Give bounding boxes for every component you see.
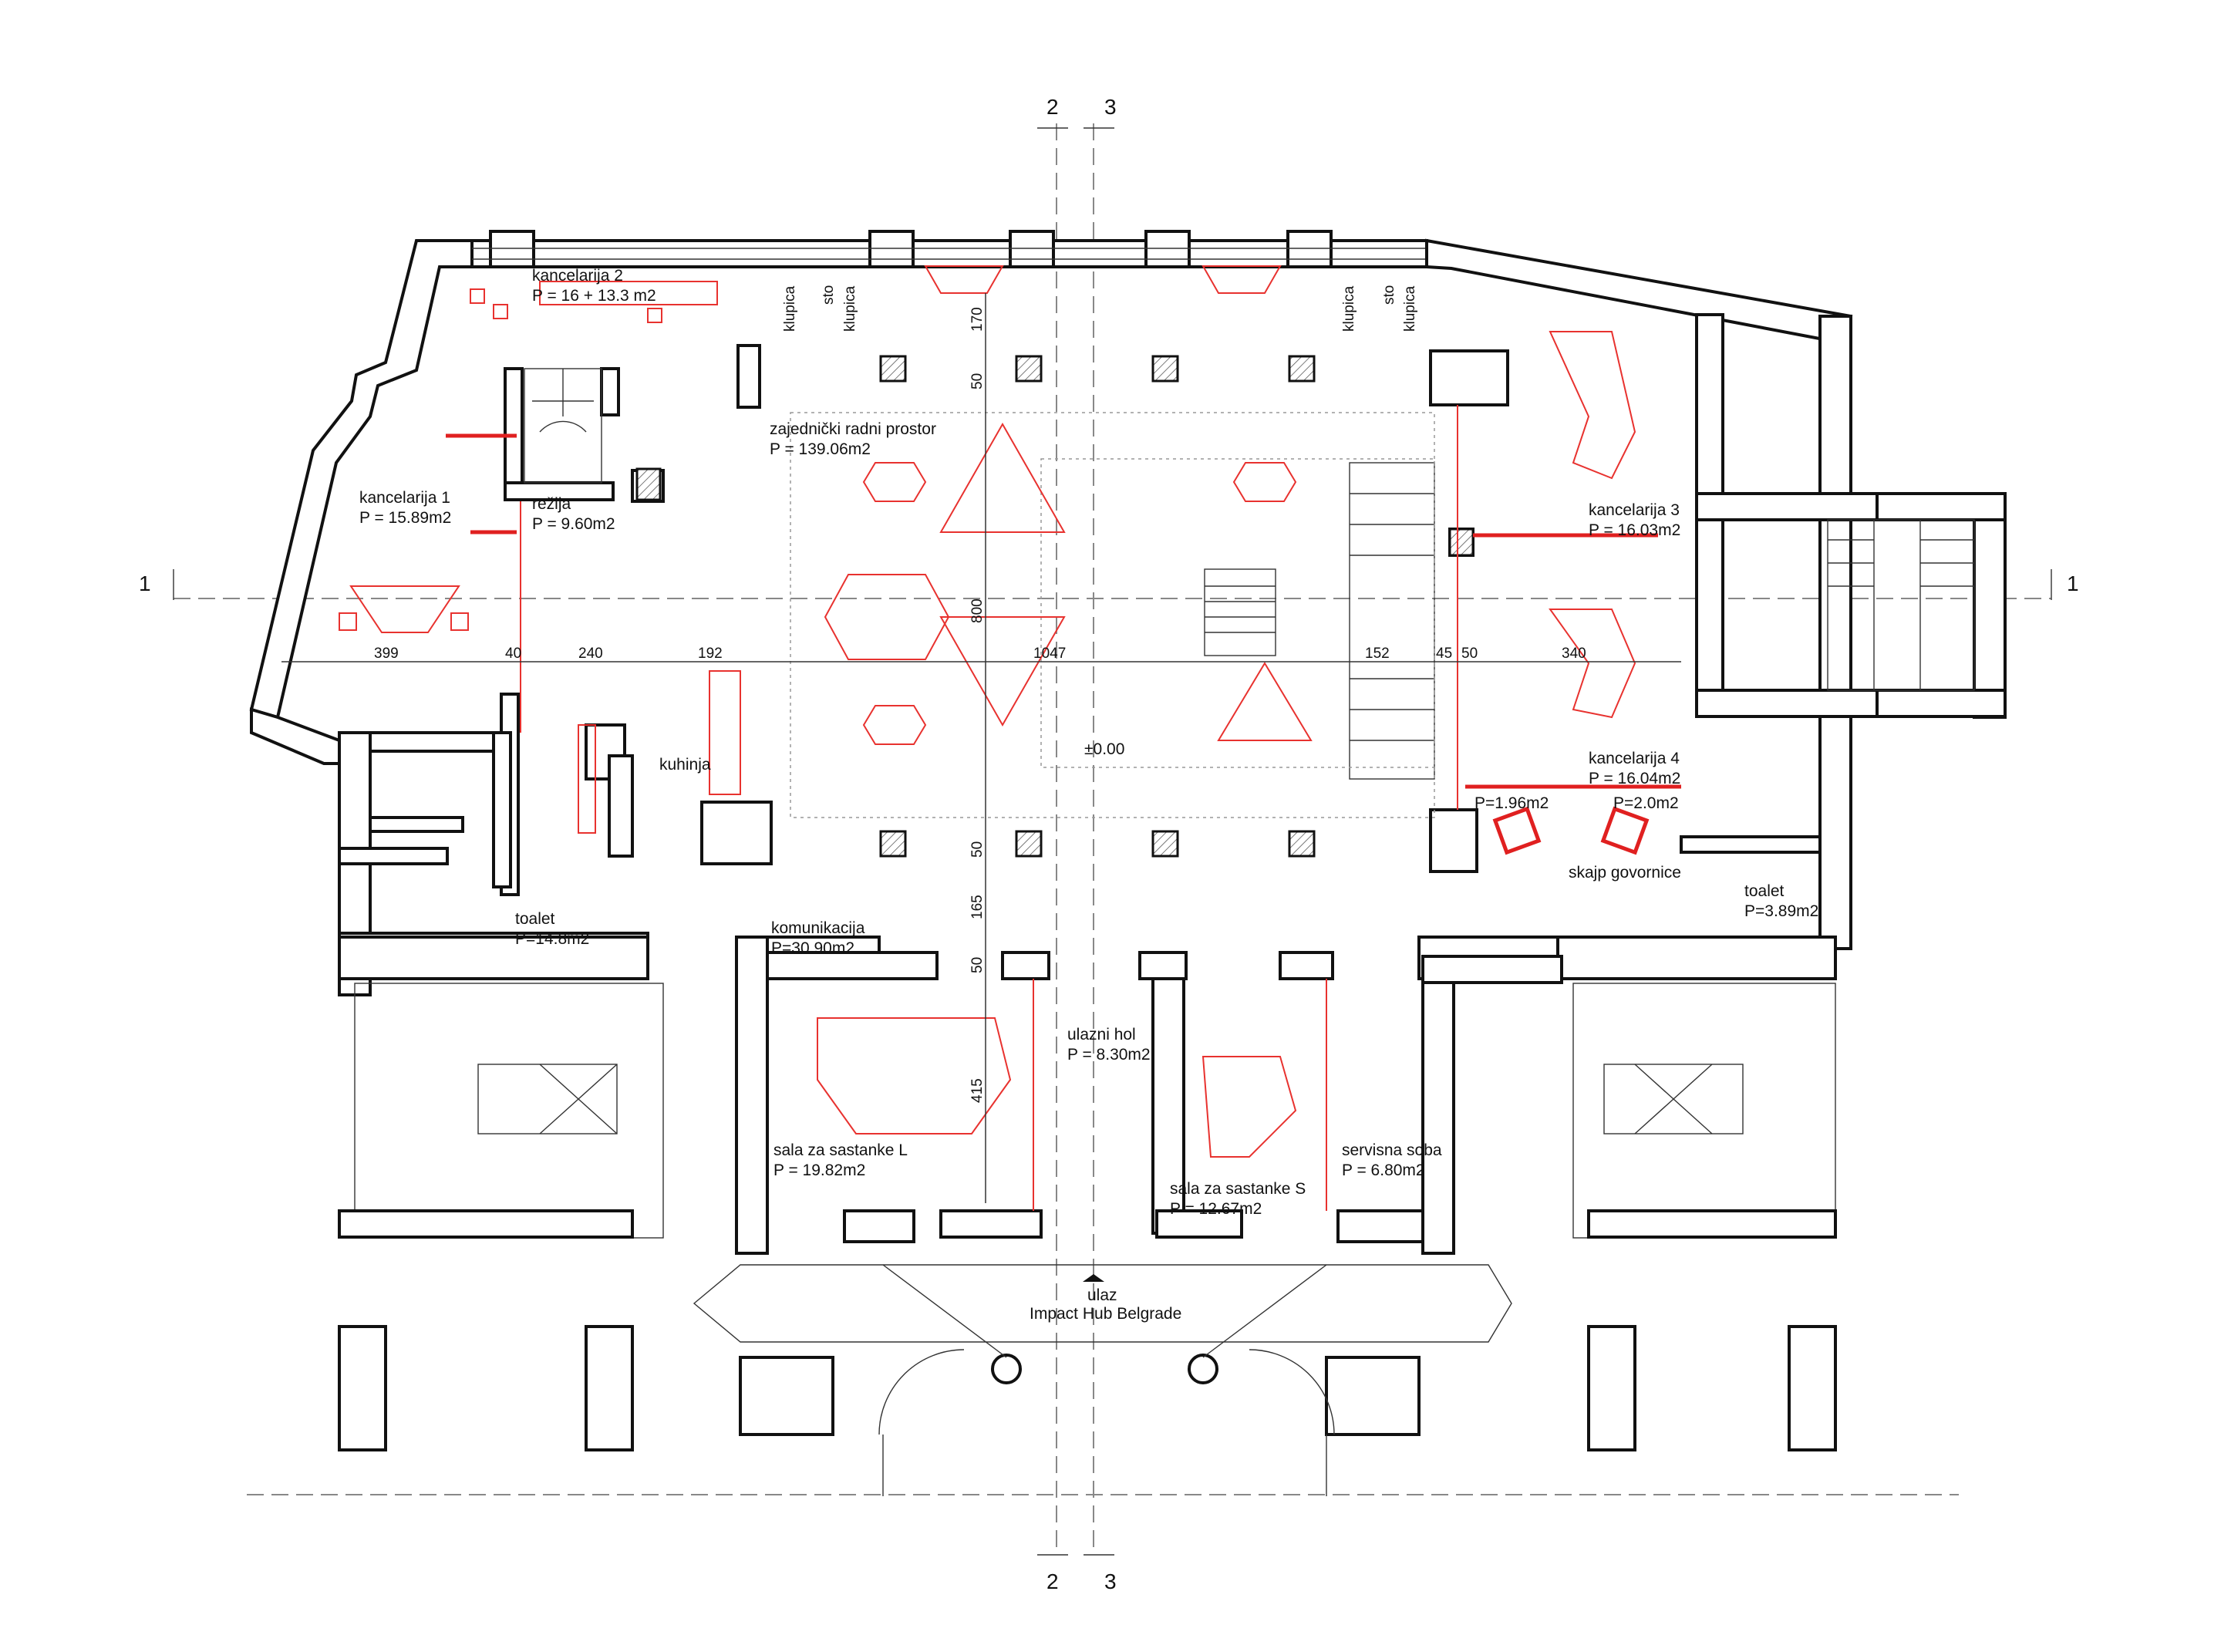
room-name-toalet-right: toalet [1744,882,1785,900]
room-name-zajednicki-radni-prostor: zajednički radni prostor [770,420,936,438]
room-name-kuhinja: kuhinja [659,756,711,774]
dimension-40: 40 [505,646,521,662]
room-name-sala-za-sastanke-l: sala za sastanke L [773,1141,908,1159]
room-area-kancelarija-4: P = 16.04m2 [1589,770,1680,787]
dimension-240: 240 [578,646,603,662]
windows [472,248,1425,260]
furniture-label-klupica-right-2: klupica [1402,285,1418,332]
room-area-zajednicki-radni-prostor: P = 139.06m2 [770,440,871,458]
room-name-skajp-govornice: skajp govornice [1569,864,1681,882]
dimension-415: 415 [969,1078,986,1103]
axis-label-top-3: 3 [1104,95,1117,119]
dimension-1047: 1047 [1033,646,1066,662]
room-area-komunikacija: P=30.90m2 [771,939,854,957]
exterior-walls [249,230,2007,996]
room-area-sala-za-sastanke-s: P = 12.67m2 [1170,1200,1262,1218]
axis-label-top-2: 2 [1046,95,1059,119]
room-name-servisna-soba: servisna soba [1342,1141,1442,1159]
room-name-kancelarija-3: kancelarija 3 [1589,501,1680,519]
dimension-165: 165 [969,895,986,919]
dimension-50-lower: 50 [969,957,986,973]
central-stair [790,412,1435,818]
room-name-ulazni-hol: ulazni hol [1067,1026,1136,1043]
dimension-340: 340 [1562,646,1586,662]
dimension-192: 192 [698,646,723,662]
axis-label-right-1: 1 [2067,571,2079,595]
room-area-servisna-soba: P = 6.80m2 [1342,1161,1425,1179]
room-name-kancelarija-2: kancelarija 2 [532,267,623,285]
axis-label-left-1: 1 [139,571,151,595]
room-name-rezija: režija [532,495,571,513]
left-stair [524,368,602,484]
dimension-50: 50 [1461,646,1478,662]
axis-lines [173,123,2052,1556]
room-name-komunikacija: komunikacija [771,919,865,937]
room-area-kancelarija-3: P = 16.03m2 [1589,521,1680,539]
right-stair [1827,519,1975,691]
room-area-toalet-right: P=3.89m2 [1744,902,1818,920]
dimension-152: 152 [1365,646,1390,662]
dimension-lines [281,293,1681,1203]
skajp-area-left: P=1.96m2 [1474,794,1549,812]
room-name-sala-za-sastanke-s: sala za sastanke S [1170,1180,1306,1198]
entrance-label: ulaz [1087,1286,1117,1304]
room-area-ulazni-hol: P = 8.30m2 [1067,1046,1151,1064]
dimension-399: 399 [374,646,399,662]
axis-label-bottom-3: 3 [1104,1569,1117,1593]
room-area-sala-za-sastanke-l: P = 19.82m2 [773,1161,865,1179]
dimension-50-upper: 50 [969,373,986,389]
interior-walls [338,344,1822,1255]
room-area-rezija: P = 9.60m2 [532,515,615,533]
level-marker: ±0.00 [1084,740,1124,758]
lower-stairwells [338,983,1837,1451]
room-name-kancelarija-1: kancelarija 1 [359,489,450,507]
furniture-label-sto-left: sto [821,285,837,305]
dimension-45: 45 [1436,646,1452,662]
furniture-label-klupica-left-1: klupica [782,285,798,332]
axis-label-bottom-2: 2 [1046,1569,1059,1593]
furniture-label-sto-right: sto [1381,285,1397,305]
entrance-name: Impact Hub Belgrade [1030,1305,1181,1323]
skajp-area-right: P=2.0m2 [1613,794,1679,812]
furniture-label-klupica-right-1: klupica [1341,285,1357,332]
entrance-area [693,1264,1512,1496]
furniture-label-klupica-left-2: klupica [842,285,858,332]
room-area-toalet-left: P=14.8m2 [515,930,589,948]
room-area-kancelarija-1: P = 15.89m2 [359,509,451,527]
room-name-kancelarija-4: kancelarija 4 [1589,750,1680,767]
columns [635,355,1474,858]
room-area-kancelarija-2: P = 16 + 13.3 m2 [532,287,656,305]
furniture [339,265,1681,1211]
dimension-800: 800 [969,598,986,623]
dimension-50-middle: 50 [969,841,986,858]
dimension-170: 170 [969,307,986,332]
room-name-toalet-left: toalet [515,910,555,928]
